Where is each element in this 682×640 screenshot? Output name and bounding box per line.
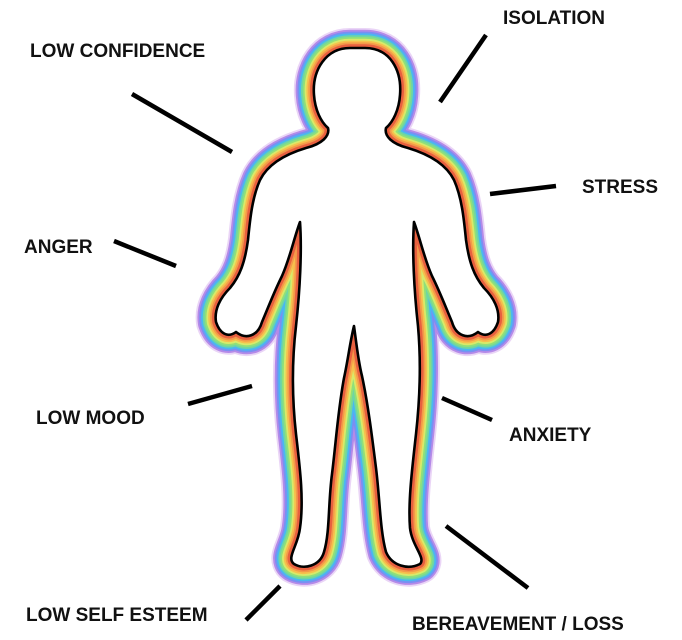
pointer-anxiety — [442, 398, 492, 420]
label-bereavement-loss: BEREAVEMENT / LOSS — [412, 615, 624, 634]
pointer-stress — [490, 186, 556, 194]
label-low-self-esteem: LOW SELF ESTEEM — [26, 606, 208, 625]
pointer-low-confidence — [132, 94, 232, 152]
label-anxiety: ANXIETY — [509, 426, 591, 445]
body-outline — [216, 48, 499, 567]
label-low-mood: LOW MOOD — [36, 409, 145, 428]
label-stress: STRESS — [582, 178, 658, 197]
pointer-bereavement-loss — [446, 526, 528, 588]
label-low-confidence: LOW CONFIDENCE — [30, 42, 205, 61]
label-anger: ANGER — [24, 238, 93, 257]
pointer-isolation — [440, 35, 486, 102]
pointer-anger — [114, 241, 176, 266]
pointer-low-self-esteem — [246, 586, 280, 620]
body-silhouette — [216, 48, 499, 567]
pointer-low-mood — [188, 386, 252, 404]
label-isolation: ISOLATION — [503, 9, 605, 28]
